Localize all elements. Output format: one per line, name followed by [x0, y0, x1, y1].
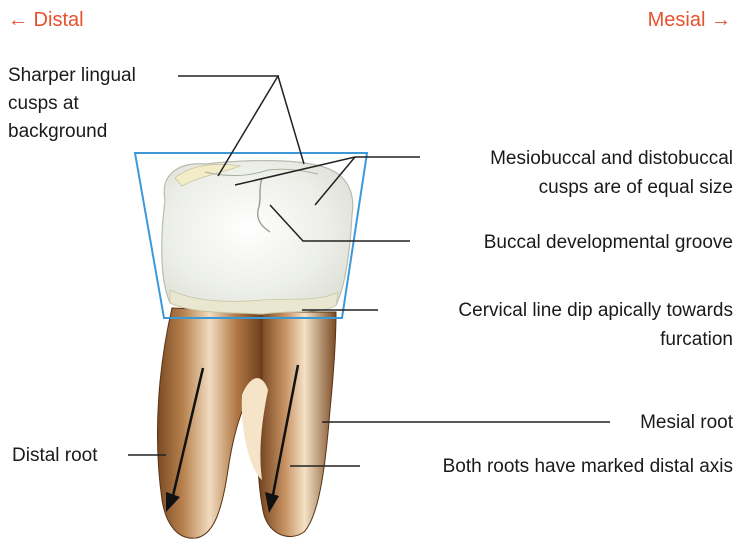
leader-lingual-cusps-b: [278, 76, 304, 164]
label-cusps-line2: cusps are of equal size: [539, 176, 733, 199]
mesial-direction-label: Mesial →: [648, 8, 731, 32]
crown: [162, 161, 353, 315]
label-cervical-line1: Cervical line dip apically towards: [458, 299, 733, 322]
crown-shape: [162, 161, 353, 315]
distal-direction-label: ← Distal: [8, 8, 84, 32]
label-mesial-root: Mesial root: [640, 411, 733, 434]
label-developmental-groove: Buccal developmental groove: [484, 231, 733, 254]
label-sharper-lingual-line2: cusps at: [8, 92, 79, 115]
label-roots-distal-axis: Both roots have marked distal axis: [443, 455, 733, 478]
label-sharper-lingual-line3: background: [8, 120, 107, 143]
label-sharper-lingual-line1: Sharper lingual: [8, 64, 136, 87]
roots: [157, 308, 336, 538]
label-cusps-line1: Mesiobuccal and distobuccal: [490, 147, 733, 170]
label-distal-root: Distal root: [12, 444, 98, 467]
label-cervical-line2: furcation: [660, 328, 733, 351]
